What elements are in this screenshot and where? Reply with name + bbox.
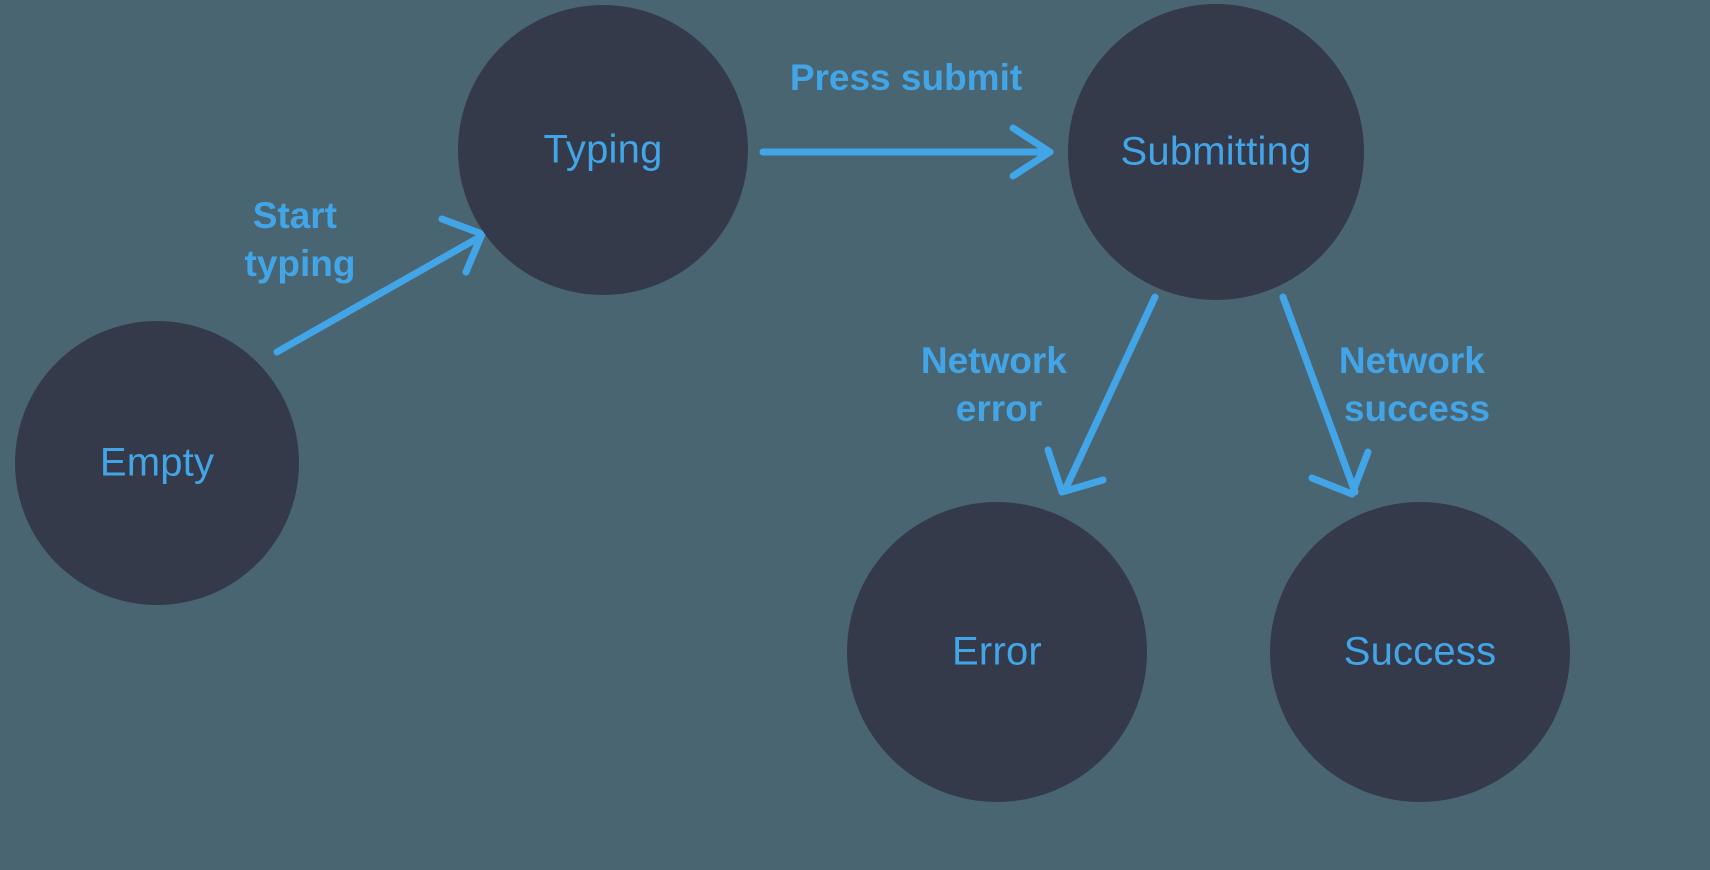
states-layer: Empty Typing Submitting Error Success	[15, 4, 1570, 802]
transition-start-typing-arrowhead	[438, 215, 486, 276]
transition-start-typing[interactable]: Start typing	[245, 195, 486, 356]
state-circle-error	[847, 502, 1147, 802]
state-node-typing[interactable]: Typing	[458, 5, 748, 295]
state-circle-typing	[458, 5, 748, 295]
transition-network-success-arrowhead	[1308, 448, 1372, 498]
state-node-success[interactable]: Success	[1270, 502, 1570, 802]
transition-network-error[interactable]: Network error	[921, 293, 1159, 496]
transition-network-success-label: Network success	[1339, 340, 1495, 429]
transition-network-error-line	[1061, 293, 1159, 494]
transition-label-line-1: Press submit	[790, 57, 1022, 98]
transition-network-success-line	[1279, 293, 1359, 496]
transition-label-line-1: Network	[921, 340, 1067, 381]
transitions-layer: Start typing Press submit Network error	[245, 57, 1495, 498]
transition-network-error-arrowhead	[1044, 446, 1107, 496]
state-label-error: Error	[952, 630, 1042, 674]
state-label-submitting: Submitting	[1121, 130, 1312, 174]
transition-start-typing-line	[273, 234, 482, 356]
transition-press-submit-arrowhead	[1009, 124, 1054, 180]
transition-network-success[interactable]: Network success	[1279, 293, 1495, 498]
transition-label-line-2: success	[1344, 388, 1490, 429]
transition-label-line-1: Network	[1339, 340, 1485, 381]
state-node-error[interactable]: Error	[847, 502, 1147, 802]
state-circle-success	[1270, 502, 1570, 802]
state-label-empty: Empty	[100, 441, 214, 485]
transition-label-line-2: error	[956, 388, 1042, 429]
state-label-typing: Typing	[543, 128, 662, 172]
transition-label-line-1: Start	[253, 195, 337, 236]
transition-network-error-label: Network error	[921, 340, 1077, 429]
state-label-success: Success	[1344, 630, 1497, 674]
transition-press-submit-label: Press submit	[790, 57, 1022, 98]
transition-start-typing-label: Start typing	[245, 195, 356, 284]
state-circle-empty	[15, 321, 299, 605]
state-node-empty[interactable]: Empty	[15, 321, 299, 605]
state-circle-submitting	[1068, 4, 1364, 300]
transition-label-line-2: typing	[245, 243, 356, 284]
state-node-submitting[interactable]: Submitting	[1068, 4, 1364, 300]
transition-press-submit[interactable]: Press submit	[759, 57, 1054, 180]
